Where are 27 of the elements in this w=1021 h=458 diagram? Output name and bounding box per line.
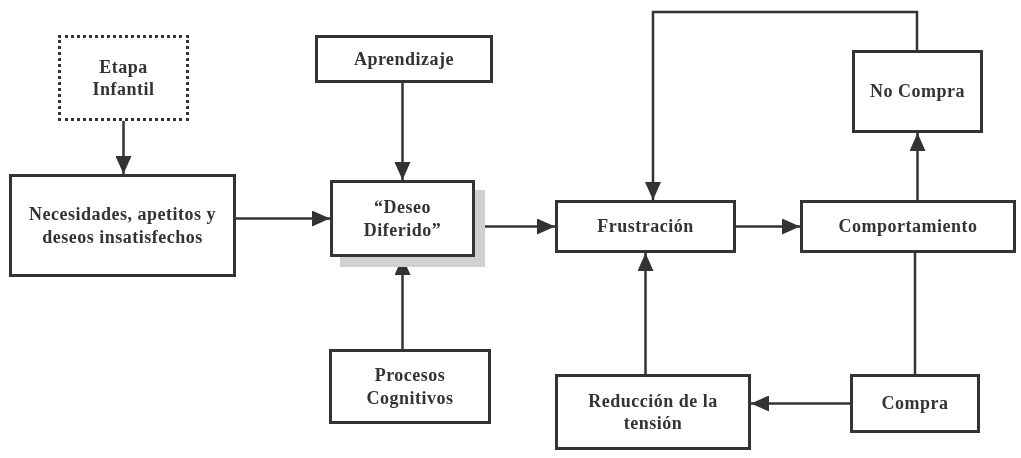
- box-label: No Compra: [869, 80, 966, 103]
- box-label: “Deseo Diferido”: [362, 196, 443, 241]
- box-label: Etapa Infantil: [91, 55, 156, 101]
- box-label: Compra: [880, 392, 950, 415]
- arrow: [236, 210, 330, 227]
- process-box: [852, 50, 983, 133]
- process-box: [555, 374, 751, 450]
- process-box: [850, 374, 980, 433]
- arrow: [394, 83, 411, 180]
- process-box: [315, 35, 493, 83]
- box-label: Procesos Cognitivos: [365, 364, 455, 409]
- process-box: [9, 174, 236, 277]
- process-box: [800, 200, 1016, 253]
- box-label: Necesidades, apetitos y deseos insatisfechos: [28, 203, 217, 248]
- arrow: [751, 395, 850, 412]
- arrow: [645, 10, 919, 200]
- arrow: [637, 253, 654, 374]
- process-box: [555, 200, 736, 253]
- process-box: [329, 349, 491, 424]
- arrow: [909, 133, 926, 200]
- dotted-box: [58, 35, 189, 121]
- box-label: Frustración: [596, 215, 695, 238]
- box-label: Comportamiento: [837, 215, 979, 238]
- box-label: Aprendizaje: [352, 47, 456, 71]
- arrow: [736, 218, 800, 235]
- box-label: Reducción de la tensión: [587, 389, 719, 435]
- arrow: [115, 121, 132, 174]
